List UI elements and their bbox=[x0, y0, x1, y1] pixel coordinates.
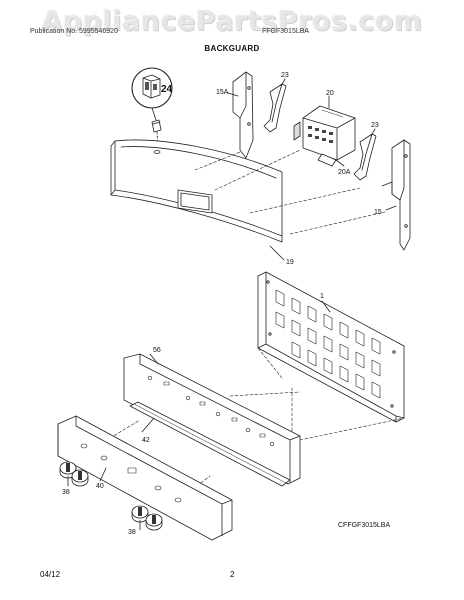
callout-42: 42 bbox=[142, 437, 150, 444]
knob-panel bbox=[57, 415, 233, 541]
callout-19: 19 bbox=[286, 259, 294, 266]
control-panel bbox=[110, 139, 285, 261]
callout-1: 1 bbox=[320, 293, 324, 300]
callout-38-left: 38 bbox=[62, 489, 70, 496]
callout-23: 23 bbox=[281, 72, 289, 79]
callout-56: 56 bbox=[153, 347, 161, 354]
alignment-lines-upper bbox=[194, 149, 386, 235]
publication-number: Publication No. 5995546920 bbox=[30, 28, 118, 35]
callout-labels: 24 15A 23 20 20A 23 15 19 1 56 42 40 38 … bbox=[62, 72, 382, 536]
manifold-panel bbox=[123, 353, 301, 485]
watermark: AppliancePartsPros.com bbox=[41, 6, 423, 37]
clip-23-upper bbox=[263, 78, 287, 133]
callout-15: 15 bbox=[374, 209, 382, 216]
callout-20: 20 bbox=[326, 90, 334, 97]
callout-38-right: 38 bbox=[128, 529, 136, 536]
model-number: FFGF3015LBA bbox=[262, 28, 310, 35]
trim-strip bbox=[129, 401, 291, 487]
callout-23-right: 23 bbox=[371, 122, 379, 129]
figure-code: CFFGF3015LBA bbox=[338, 522, 391, 529]
footer-date: 04/12 bbox=[40, 570, 61, 579]
callout-40: 40 bbox=[96, 483, 104, 490]
side-bracket-15 bbox=[381, 139, 411, 251]
knobs-right bbox=[131, 505, 163, 531]
knobs-left bbox=[59, 461, 89, 487]
callout-20a: 20A bbox=[338, 169, 351, 176]
side-bracket-15a bbox=[227, 71, 254, 159]
rear-panel bbox=[257, 271, 405, 423]
callout-15a: 15A bbox=[216, 89, 229, 96]
callout-24: 24 bbox=[161, 84, 173, 95]
control-board-20 bbox=[293, 95, 356, 167]
clip-23-right bbox=[353, 128, 377, 181]
section-title: BACKGUARD bbox=[204, 44, 260, 53]
footer-page-number: 2 bbox=[230, 570, 235, 579]
switch-detail bbox=[131, 67, 173, 149]
